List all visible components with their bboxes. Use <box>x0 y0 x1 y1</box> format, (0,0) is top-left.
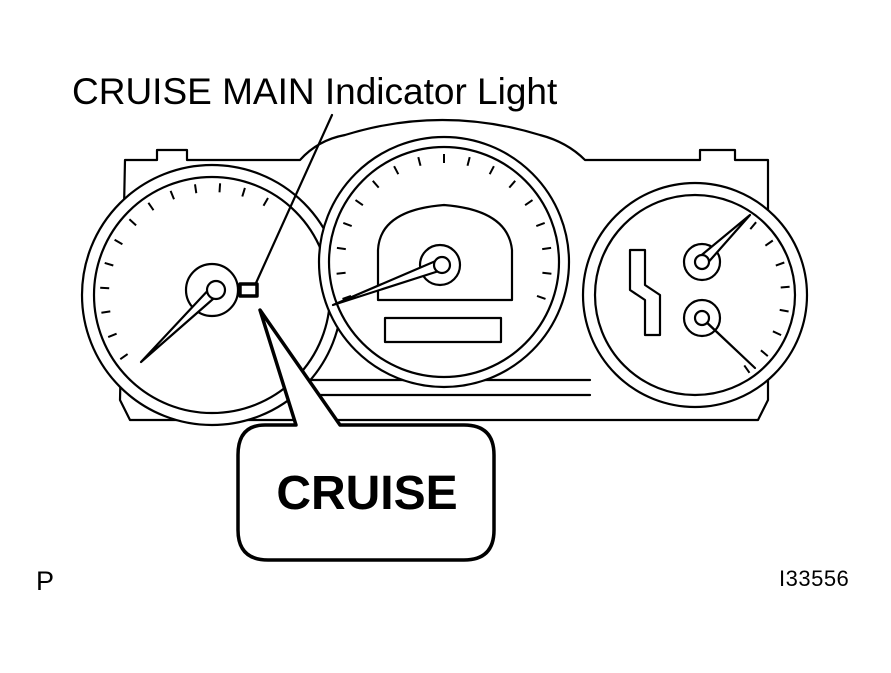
indicator-label: CRUISE MAIN Indicator Light <box>72 71 558 112</box>
right-gauge-ticks <box>743 221 790 374</box>
tick-mark <box>780 285 790 289</box>
tick-mark <box>147 202 155 211</box>
tick-mark <box>100 286 110 290</box>
tick-mark <box>760 349 769 357</box>
tick-mark <box>542 246 552 251</box>
tick-mark <box>535 221 546 228</box>
odometer-display <box>383 316 503 344</box>
left-gauge-ticks <box>100 183 269 361</box>
tick-mark <box>114 238 123 246</box>
tick-mark <box>342 221 353 228</box>
tick-mark <box>336 246 346 251</box>
center-gauge <box>317 135 571 389</box>
cruise-main-indicator-light <box>238 282 259 298</box>
corner-mark: P <box>36 566 55 596</box>
tick-mark <box>336 271 346 275</box>
tick-mark <box>542 271 552 275</box>
tick-mark <box>393 165 400 175</box>
tick-mark <box>262 197 269 207</box>
tick-mark <box>764 239 774 247</box>
gear-position-indicator <box>628 248 662 337</box>
tick-mark <box>104 261 114 267</box>
tick-mark <box>779 308 789 313</box>
tick-mark <box>194 184 198 194</box>
tick-mark <box>508 180 516 189</box>
tick-mark <box>417 156 422 167</box>
tick-mark <box>775 261 785 267</box>
tick-mark <box>119 353 129 361</box>
tick-mark <box>772 330 782 337</box>
label-leader-line <box>254 113 334 285</box>
tick-mark <box>218 183 222 193</box>
tick-mark <box>354 199 364 207</box>
cruise-badge-text: CRUISE <box>276 467 458 520</box>
tick-mark <box>101 310 111 314</box>
center-gauge-ticks <box>336 154 552 300</box>
cruise-callout-bubble <box>236 308 496 562</box>
tick-mark <box>241 187 246 197</box>
right-gauge <box>581 181 809 409</box>
tick-mark <box>488 165 495 175</box>
tick-mark <box>466 156 471 167</box>
tick-mark <box>107 332 117 339</box>
tick-mark <box>749 221 757 230</box>
tick-mark <box>743 364 751 374</box>
tick-mark <box>536 294 546 300</box>
tick-mark <box>372 180 380 189</box>
tick-mark <box>524 199 534 207</box>
tick-mark <box>169 190 175 200</box>
figure-id: I33556 <box>779 566 850 591</box>
tick-mark <box>128 218 137 227</box>
tick-mark <box>342 294 352 300</box>
